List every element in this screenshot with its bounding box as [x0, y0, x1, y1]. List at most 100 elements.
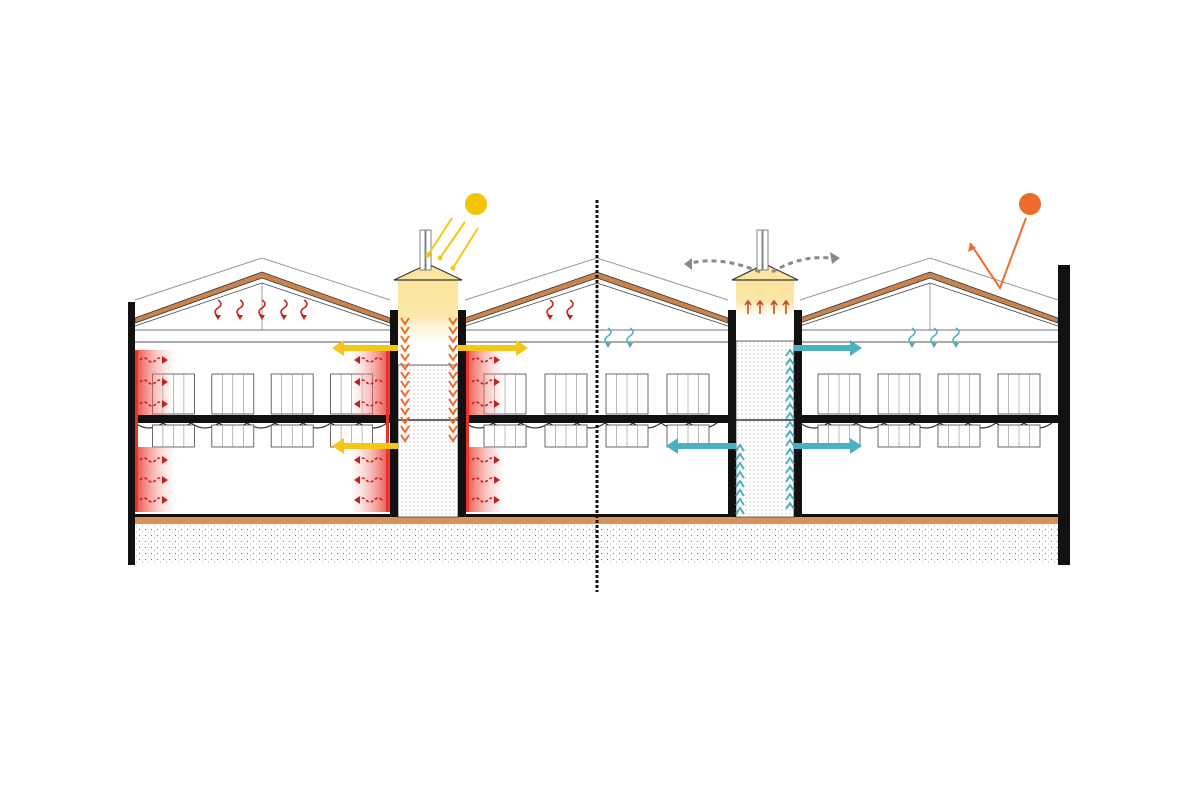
- downdraft-chevron: [448, 371, 458, 380]
- solar-ray-arrow: [452, 227, 479, 269]
- arrow-head: [354, 456, 360, 464]
- arrow-head: [744, 299, 752, 306]
- window: [877, 424, 921, 448]
- solar-ray-arrow: [439, 221, 466, 259]
- tower-wall: [728, 310, 736, 517]
- radiant-heat-arrow: [357, 401, 383, 407]
- arrow-head: [968, 243, 976, 252]
- window: [544, 373, 588, 415]
- tower-gable-roof: [393, 263, 463, 281]
- updraft-chevron: [735, 506, 745, 515]
- right-exterior-wall: [1058, 265, 1070, 565]
- arrow-head: [162, 400, 168, 408]
- tower-wall: [458, 310, 466, 517]
- sun-icon: [465, 193, 487, 215]
- roof-heat-arrow: [300, 299, 308, 317]
- downdraft-chevron: [400, 362, 410, 371]
- arrow-head: [281, 315, 287, 320]
- downdraft-chevron: [448, 398, 458, 407]
- downdraft-chevron: [448, 353, 458, 362]
- updraft-chevron: [785, 357, 795, 366]
- downdraft-chevron: [400, 416, 410, 425]
- stair-core: [397, 364, 459, 518]
- window: [483, 424, 527, 448]
- arrow-head: [567, 315, 573, 320]
- roof-heat-arrow: [258, 299, 266, 317]
- cool-air-arrow-head: [666, 438, 678, 454]
- cool-air-curl-arrow: [952, 327, 960, 345]
- arrow-head: [259, 315, 265, 320]
- reflected-ray-arrow: [969, 217, 1027, 291]
- tower-glazed-lantern: [736, 278, 794, 316]
- updraft-chevron: [785, 474, 795, 483]
- updraft-chevron: [735, 461, 745, 470]
- arrow-head: [684, 258, 692, 270]
- arrow-head: [162, 476, 168, 484]
- updraft-chevron: [735, 443, 745, 452]
- arrow-head: [605, 343, 611, 348]
- downdraft-chevron: [448, 416, 458, 425]
- arrow-head: [494, 496, 500, 504]
- updraft-chevron: [785, 420, 795, 429]
- arrow-head: [547, 315, 553, 320]
- window: [937, 373, 981, 415]
- radiant-heat-arrow: [471, 357, 497, 363]
- radiant-heat-arrow: [471, 401, 497, 407]
- window: [151, 424, 195, 448]
- downdraft-chevron: [400, 407, 410, 416]
- radiant-heat-arrow: [139, 477, 165, 483]
- updraft-chevron: [785, 447, 795, 456]
- cool-air-curl-arrow: [626, 327, 634, 345]
- intermediate-floor-slab: [135, 415, 390, 423]
- downdraft-chevron: [448, 335, 458, 344]
- window: [270, 373, 314, 415]
- arrow-head: [756, 299, 764, 306]
- arrow-head: [425, 252, 431, 258]
- downdraft-chevron: [448, 434, 458, 443]
- roof-heat-arrow: [236, 299, 244, 317]
- arrow-head: [770, 299, 778, 306]
- radiant-heat-arrow: [139, 401, 165, 407]
- downdraft-chevron: [400, 398, 410, 407]
- radiant-heat-arrow: [357, 497, 383, 503]
- downdraft-chevron: [448, 425, 458, 434]
- arrow-head: [162, 456, 168, 464]
- updraft-chevron: [785, 429, 795, 438]
- downdraft-chevron: [448, 317, 458, 326]
- warm-air-arrow-head: [332, 340, 344, 356]
- updraft-chevron: [735, 479, 745, 488]
- downdraft-chevron: [448, 380, 458, 389]
- intermediate-floor-slab: [465, 415, 728, 423]
- radiant-heat-arrow: [139, 457, 165, 463]
- arrow-head: [494, 456, 500, 464]
- updraft-chevron: [735, 497, 745, 506]
- window: [211, 424, 255, 448]
- warm-air-arrow-head: [516, 340, 528, 356]
- radiant-heat-arrow: [357, 357, 383, 363]
- left-exterior-wall: [128, 302, 135, 565]
- ventilation-tower: [728, 229, 802, 518]
- radiant-heat-arrow: [471, 497, 497, 503]
- window: [937, 424, 981, 448]
- downdraft-chevron: [400, 434, 410, 443]
- updraft-chevron: [785, 384, 795, 393]
- cool-air-arrow-head: [850, 438, 862, 454]
- radiant-heat-arrow: [357, 477, 383, 483]
- tower-wall: [794, 310, 802, 517]
- radiant-heat-arrow: [139, 379, 165, 385]
- updraft-chevron: [785, 483, 795, 492]
- downdraft-chevron: [448, 389, 458, 398]
- downdraft-chevron: [448, 344, 458, 353]
- exhaust-air-arrow: [771, 256, 837, 274]
- updraft-chevron: [785, 465, 795, 474]
- chimney-flue: [756, 229, 763, 271]
- solar-ray-arrow: [427, 217, 453, 256]
- arrow-head: [354, 378, 360, 386]
- window: [211, 373, 255, 415]
- arrow-head: [215, 315, 221, 320]
- updraft-chevron: [785, 375, 795, 384]
- exhaust-air-arrow: [685, 259, 761, 274]
- chimney-flue: [419, 229, 426, 271]
- arrow-head: [782, 299, 790, 306]
